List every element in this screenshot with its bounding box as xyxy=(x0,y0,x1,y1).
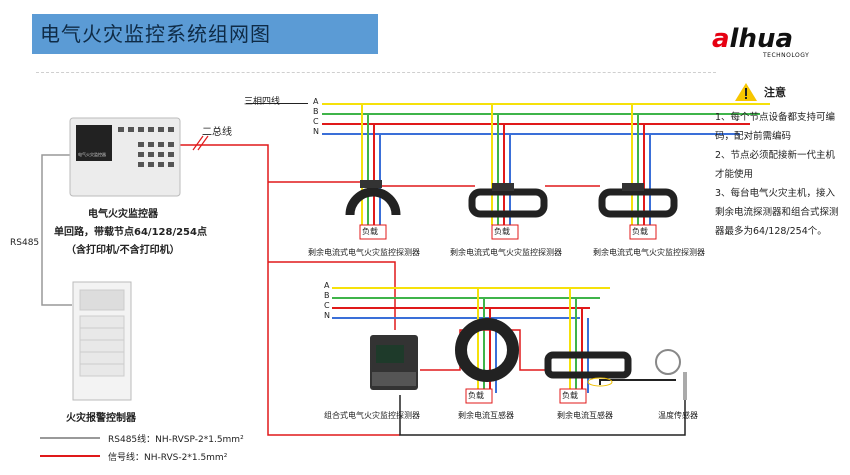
controller-cabinet-shape xyxy=(72,281,132,401)
notes-list: 1、每个节点设备都支持可编码，配对前需编码 2、节点必须配接新一代主机才能使用 … xyxy=(715,108,843,241)
combined-detector-shape xyxy=(370,335,418,390)
title-bar xyxy=(32,14,378,54)
detector-top-2-label: 剩余电流式电气火灾监控探测器 xyxy=(450,248,562,257)
bus-break-mark xyxy=(197,135,209,151)
detector-top-2-shape xyxy=(468,183,548,218)
three-phase-label: 三相四线 xyxy=(244,97,281,107)
temp-sensor-label: 温度传感器 xyxy=(658,411,698,420)
ct1-label: 剩余电流互感器 xyxy=(458,411,514,420)
brand-logo-subtitle: TECHNOLOGY xyxy=(763,52,810,59)
load-label-1: 负载 xyxy=(362,227,378,236)
legend-rs485-label: RS485线：NH-RVSP-2*1.5mm² xyxy=(108,435,244,445)
bus-break-mark xyxy=(192,135,204,151)
three-phase-underline xyxy=(246,103,308,104)
bus-line xyxy=(180,144,400,436)
host-screen-label: 电气火灾监控器 xyxy=(78,152,106,157)
legend-signal-label: 信号线：NH-RVS-2*1.5mm² xyxy=(108,453,228,463)
load-label-3: 负载 xyxy=(632,227,648,236)
rs485-line xyxy=(41,154,72,306)
bus-label: 二总线 xyxy=(202,127,232,138)
host-printer: （含打印机/不含打印机） xyxy=(66,245,180,256)
detector-top-1-shape xyxy=(345,180,401,216)
ct2-coil xyxy=(587,377,613,387)
detector-top-3-label: 剩余电流式电气火灾监控探测器 xyxy=(593,248,705,257)
drops-3 xyxy=(631,104,651,225)
ct1-load-label: 负载 xyxy=(468,391,484,400)
host-device-shape xyxy=(69,117,181,197)
ct2-load-label: 负载 xyxy=(562,391,578,400)
drops-2 xyxy=(491,104,511,225)
header-divider xyxy=(36,72,716,73)
bus-branch-bottom xyxy=(268,261,396,330)
ct2-shape xyxy=(544,351,632,379)
controller-name: 火灾报警控制器 xyxy=(66,413,136,424)
black-wiring-ct xyxy=(599,379,670,385)
host-spec: 单回路，带载节点64/128/254点 xyxy=(54,227,207,238)
black-wiring xyxy=(399,395,686,436)
host-name: 电气火灾监控器 xyxy=(88,209,158,220)
detector-top-1-label: 剩余电流式电气火灾监控探测器 xyxy=(308,248,420,257)
load-label-2: 负载 xyxy=(494,227,510,236)
temp-sensor-shape xyxy=(655,349,687,400)
note-item-3: 3、每台电气火灾主机，接入剩余电流探测器和组合式探测器最多为64/128/254… xyxy=(715,188,839,237)
brand-logo: alhua xyxy=(712,24,794,54)
detector-top-3-shape xyxy=(598,183,678,218)
ct2-label: 剩余电流互感器 xyxy=(557,411,613,420)
combined-detector-label: 组合式电气火灾监控探测器 xyxy=(324,411,420,420)
rs485-label: RS485 xyxy=(10,238,40,248)
note-item-1: 1、每个节点设备都支持可编码，配对前需编码 xyxy=(715,112,836,142)
ct1-shape xyxy=(455,318,519,382)
drops-1 xyxy=(361,104,381,225)
notes-title: 注意 xyxy=(764,86,786,99)
warning-icon xyxy=(735,83,757,101)
note-item-2: 2、节点必须配接新一代主机才能使用 xyxy=(715,150,836,180)
page-title: 电气火灾监控系统组网图 xyxy=(40,22,271,46)
